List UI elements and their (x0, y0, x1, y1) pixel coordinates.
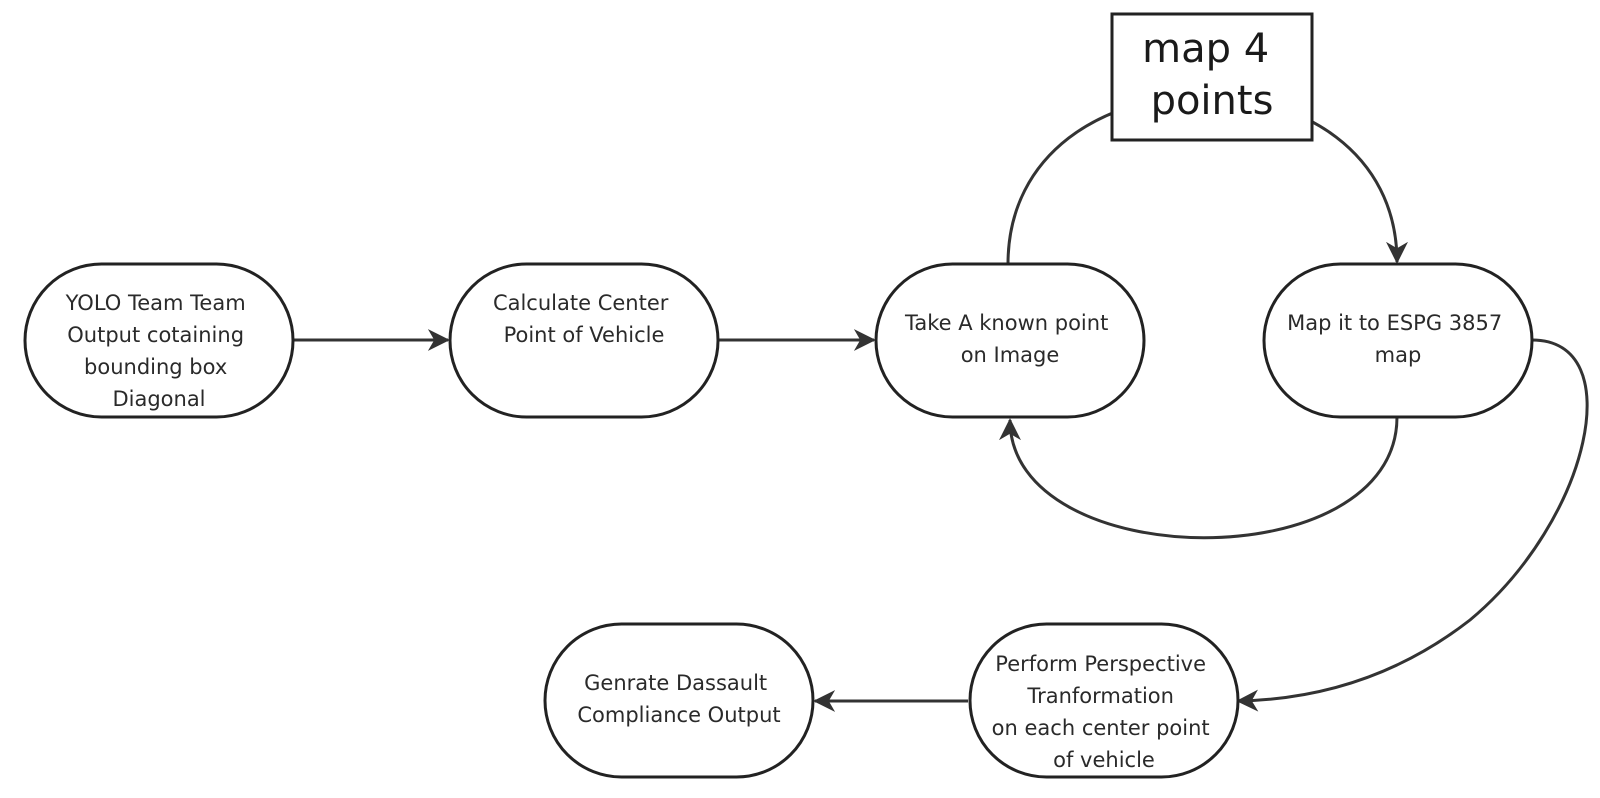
node-perspective-transformation-text: Perform Perspective Tranformation on eac… (992, 652, 1217, 772)
node-map-espg: Map it to ESPG 3857 map (1262, 262, 1534, 419)
edge-map-espg-to-perspective (1236, 338, 1589, 712)
note-map-4-points: map 4 points (1110, 12, 1314, 142)
note-map-4-points-text: map 4 points (1142, 26, 1282, 124)
node-take-known-point: Take A known point on Image (874, 262, 1146, 419)
node-generate-output-text: Genrate Dassault Compliance Output (577, 671, 780, 727)
node-yolo-output-text: YOLO Team Team Output cotaining bounding… (65, 291, 253, 411)
node-perspective-transformation: Perform Perspective Tranformation on eac… (968, 622, 1240, 779)
node-generate-output: Genrate Dassault Compliance Output (543, 622, 815, 779)
edge-map-espg-to-known-point (999, 416, 1399, 540)
node-map-espg-text: Map it to ESPG 3857 map (1287, 311, 1509, 367)
node-take-known-point-text: Take A known point on Image (904, 311, 1115, 367)
node-yolo-output: YOLO Team Team Output cotaining bounding… (23, 262, 295, 419)
node-calculate-center-text: Calculate Center Point of Vehicle (493, 291, 675, 347)
node-calculate-center: Calculate Center Point of Vehicle (448, 262, 720, 419)
